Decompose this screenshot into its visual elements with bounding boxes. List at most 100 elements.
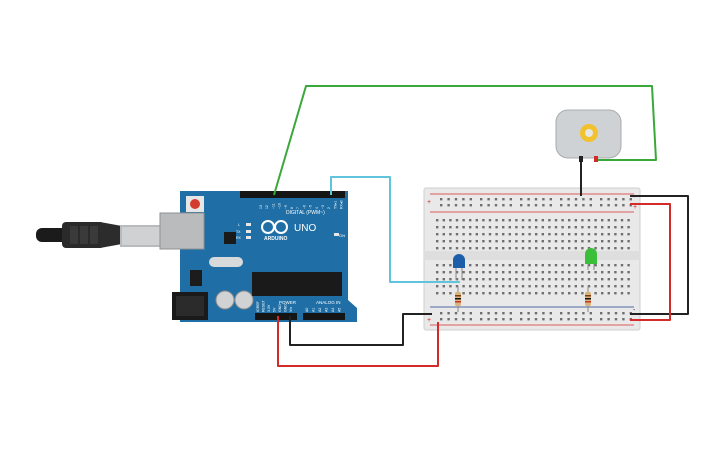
terminal-hole xyxy=(449,292,452,295)
terminal-hole xyxy=(488,271,492,274)
analog-pin-label-4: A4 xyxy=(331,308,335,312)
terminal-hole xyxy=(614,247,617,250)
terminal-hole xyxy=(587,240,591,243)
terminal-hole xyxy=(515,285,518,288)
terminal-hole xyxy=(528,233,531,236)
rail-hole xyxy=(462,318,465,321)
rail-hole xyxy=(614,312,618,315)
terminal-hole xyxy=(594,264,597,267)
rail-hole xyxy=(560,204,563,207)
terminal-hole xyxy=(568,285,571,288)
terminal-hole xyxy=(455,226,459,229)
terminal-hole xyxy=(574,292,577,295)
rail-hole xyxy=(520,204,523,207)
terminal-hole xyxy=(587,233,591,236)
terminal-hole xyxy=(521,292,525,295)
terminal-hole xyxy=(535,240,538,243)
rail-hole xyxy=(487,312,490,315)
terminal-hole xyxy=(488,233,492,236)
terminal-hole xyxy=(601,271,604,274)
rail-hole xyxy=(622,318,625,321)
rail-hole xyxy=(509,318,512,321)
rail-hole xyxy=(454,312,458,315)
terminal-hole xyxy=(475,285,478,288)
terminal-hole xyxy=(488,278,492,281)
rail-hole xyxy=(600,318,603,321)
analog-label: ANALOG IN xyxy=(316,300,341,305)
arduino-logo xyxy=(261,220,288,234)
terminal-hole xyxy=(442,226,445,229)
digital-pin-label-11: 2 xyxy=(327,207,331,209)
terminal-hole xyxy=(508,219,511,222)
terminal-hole xyxy=(436,292,439,295)
usb-port xyxy=(159,212,205,250)
terminal-hole xyxy=(581,292,584,295)
led-blue xyxy=(453,254,465,280)
terminal-hole xyxy=(508,292,511,295)
terminal-hole xyxy=(541,247,544,250)
terminal-hole xyxy=(469,240,472,243)
terminal-hole xyxy=(607,278,610,281)
terminal-hole xyxy=(601,285,604,288)
terminal-hole xyxy=(607,292,610,295)
terminal-hole xyxy=(548,247,551,250)
terminal-hole xyxy=(535,219,538,222)
terminal-hole xyxy=(475,271,478,274)
terminal-hole xyxy=(449,247,452,250)
terminal-hole xyxy=(462,285,465,288)
terminal-hole xyxy=(607,271,610,274)
power-pin-label-3: 5V xyxy=(273,307,277,312)
terminal-hole xyxy=(541,271,544,274)
terminal-hole xyxy=(620,264,624,267)
terminal-hole xyxy=(449,240,452,243)
terminal-hole xyxy=(469,219,472,222)
terminal-hole xyxy=(528,292,531,295)
terminal-hole xyxy=(620,247,624,250)
terminal-hole xyxy=(482,264,485,267)
terminal-hole xyxy=(521,247,525,250)
terminal-hole xyxy=(561,285,564,288)
terminal-hole xyxy=(614,285,617,288)
terminal-hole xyxy=(587,271,591,274)
rail-hole xyxy=(607,312,610,315)
analog-pin-label-1: A1 xyxy=(312,308,316,312)
terminal-hole xyxy=(455,233,459,236)
rail-hole xyxy=(560,198,563,201)
resistor-2 xyxy=(585,286,591,312)
digital-header xyxy=(240,191,345,198)
resistor-1 xyxy=(455,286,461,312)
terminal-hole xyxy=(620,285,624,288)
terminal-hole xyxy=(502,278,505,281)
digital-pin-label-1: 12 xyxy=(265,205,269,209)
led-on xyxy=(334,233,339,236)
terminal-hole xyxy=(502,226,505,229)
terminal-hole xyxy=(568,219,571,222)
terminal-hole xyxy=(627,264,630,267)
terminal-hole xyxy=(515,226,518,229)
terminal-hole xyxy=(594,240,597,243)
rail-hole xyxy=(614,318,618,321)
terminal-hole xyxy=(455,240,459,243)
terminal-hole xyxy=(528,226,531,229)
terminal-hole xyxy=(488,292,492,295)
rail-hole xyxy=(607,318,610,321)
rail-hole xyxy=(629,204,632,207)
capacitor-2 xyxy=(234,290,254,310)
crystal xyxy=(209,257,243,267)
terminal-hole xyxy=(574,271,577,274)
terminal-hole xyxy=(614,240,617,243)
rail-hole xyxy=(480,198,483,201)
rail-hole xyxy=(462,312,465,315)
terminal-hole xyxy=(482,278,485,281)
terminal-hole xyxy=(587,219,591,222)
terminal-hole xyxy=(548,271,551,274)
terminal-hole xyxy=(475,292,478,295)
rx-label: RX xyxy=(236,236,242,240)
rail-hole xyxy=(567,198,570,201)
rail-hole xyxy=(542,204,545,207)
terminal-hole xyxy=(607,285,610,288)
rail-hole xyxy=(549,312,552,315)
terminal-hole xyxy=(442,285,445,288)
